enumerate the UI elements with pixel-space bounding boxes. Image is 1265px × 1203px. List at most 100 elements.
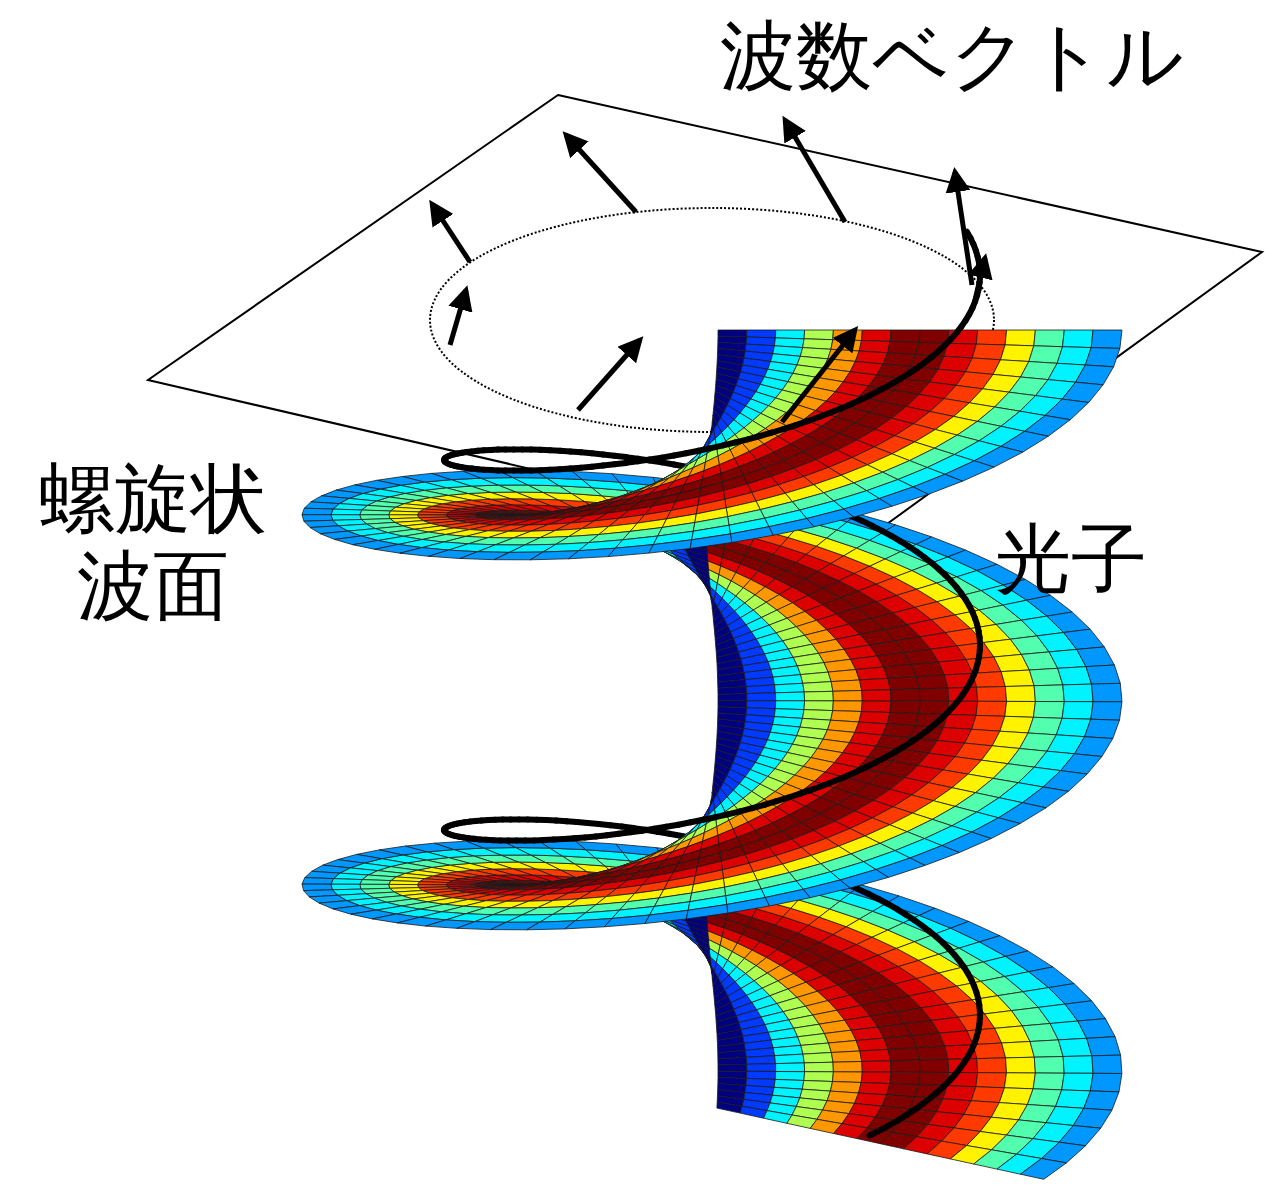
surface-cell xyxy=(803,880,850,898)
surface-cell xyxy=(1058,1038,1092,1056)
surface-cell xyxy=(1034,330,1065,347)
surface-cell xyxy=(890,330,920,342)
surface-cell xyxy=(890,689,920,701)
surface-cell xyxy=(1020,1159,1066,1180)
surface-cell xyxy=(856,667,888,680)
surface-cell xyxy=(973,1043,1005,1059)
surface-cell xyxy=(302,508,333,515)
surface-cell xyxy=(1062,702,1093,720)
surface-cell xyxy=(804,1062,833,1072)
surface-cell xyxy=(972,715,1005,731)
surface-cell xyxy=(1073,1108,1112,1128)
surface-cell xyxy=(807,509,854,527)
surface-cell xyxy=(884,1036,917,1050)
surface-cell xyxy=(1075,737,1113,757)
surface-cell xyxy=(1034,685,1064,702)
surface-cell xyxy=(804,1072,834,1082)
surface-cell xyxy=(417,512,447,515)
plane xyxy=(148,95,1262,545)
surface-cell xyxy=(1077,647,1115,667)
surface-cell xyxy=(1091,702,1122,721)
surface-cell xyxy=(943,1086,976,1101)
surface-cell xyxy=(718,687,747,695)
surface-cell xyxy=(890,701,920,713)
surface-cell xyxy=(1058,667,1092,685)
surface-cell xyxy=(1049,984,1092,1005)
surface-cell xyxy=(1062,1073,1093,1091)
surface-cell xyxy=(862,690,891,701)
surface-cell xyxy=(775,701,804,710)
surface-cell xyxy=(1087,1037,1121,1056)
surface-cell xyxy=(747,1064,776,1072)
surface-cell xyxy=(916,675,948,689)
surface-cell xyxy=(1092,683,1123,702)
surface-cell xyxy=(888,1048,919,1061)
surface-cell xyxy=(775,683,805,693)
surface-cell xyxy=(1076,365,1114,385)
surface-cell xyxy=(973,672,1006,688)
surface-cell xyxy=(1029,346,1063,364)
surface-cell xyxy=(747,693,776,701)
helicoid-surface xyxy=(302,232,1122,1180)
surface-cell xyxy=(1064,629,1105,649)
surface-cell xyxy=(976,701,1007,716)
surface-cell xyxy=(919,688,949,701)
surface-cell xyxy=(977,687,1007,702)
surface-cell xyxy=(1047,612,1090,633)
surface-cell xyxy=(331,509,362,515)
dotted-circle xyxy=(430,208,994,432)
surface-cell xyxy=(947,1000,985,1017)
surface-cell xyxy=(831,1051,861,1062)
surface-cell xyxy=(1005,686,1035,702)
surface-cell xyxy=(1000,716,1034,733)
surface-cell xyxy=(977,1058,1007,1073)
surface-cell xyxy=(944,714,977,729)
surface-cell xyxy=(861,701,891,713)
surface-cell xyxy=(887,713,919,726)
surface-cell xyxy=(890,1072,920,1084)
surface-cell xyxy=(1063,1056,1093,1074)
surface-cell xyxy=(862,330,892,341)
surface-cell xyxy=(747,330,776,338)
surface-cell xyxy=(360,510,391,515)
surface-cell xyxy=(856,1038,888,1051)
surface-cell xyxy=(775,692,804,701)
surface-cell xyxy=(360,880,391,885)
surface-cell xyxy=(776,1063,805,1072)
surface-cell xyxy=(775,1072,804,1081)
surface-cell xyxy=(718,694,747,701)
surface-cell xyxy=(1030,1040,1063,1057)
surface-cell xyxy=(888,677,919,690)
surface-cell xyxy=(861,1072,891,1084)
surface-cell xyxy=(828,670,859,682)
surface-cell xyxy=(1065,1001,1105,1021)
surface-cell xyxy=(860,678,891,690)
surface-cell xyxy=(971,1087,1004,1103)
surface-cell xyxy=(919,1059,949,1072)
surface-cell xyxy=(883,665,916,679)
surface-cell xyxy=(948,687,978,701)
surface-cell xyxy=(775,330,804,339)
surface-cell xyxy=(833,1072,863,1083)
surface-cell xyxy=(976,1073,1007,1088)
surface-cell xyxy=(803,1053,833,1063)
surface-cell xyxy=(803,682,833,692)
surface-cell xyxy=(831,680,862,691)
surface-cell xyxy=(860,1049,891,1061)
surface-cell xyxy=(1085,348,1120,367)
surface-cell xyxy=(1034,1057,1064,1074)
surface-cell xyxy=(1006,1057,1036,1073)
surface-cell xyxy=(944,673,976,688)
surface-cell xyxy=(891,1060,921,1072)
surface-cell xyxy=(746,685,775,694)
surface-cell xyxy=(718,1064,747,1071)
surface-cell xyxy=(862,1061,891,1072)
surface-cell xyxy=(718,1057,747,1065)
surface-cell xyxy=(833,691,862,702)
photon-path xyxy=(870,1131,880,1136)
surface-cell xyxy=(1029,668,1062,685)
surface-cell xyxy=(840,870,888,889)
surface-cell xyxy=(1091,330,1122,348)
surface-cell xyxy=(1062,382,1103,402)
surface-cell xyxy=(1002,1042,1035,1058)
